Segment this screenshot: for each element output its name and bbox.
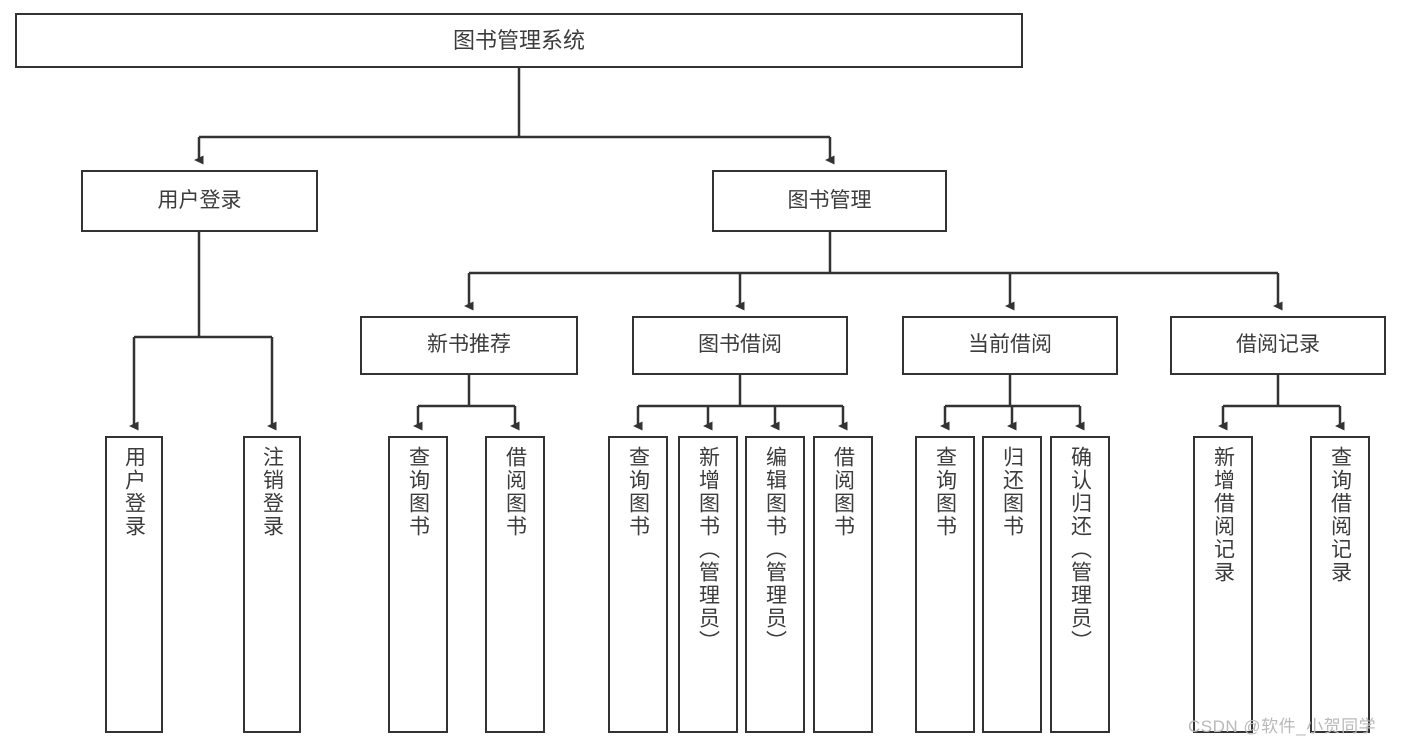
- node-leaf-query-book-current[interactable]: 查询图书: [915, 436, 975, 733]
- node-leaf-query-record-label: 查询借阅记录: [1328, 446, 1352, 584]
- node-leaf-confirm-return[interactable]: 确认归还（管理员）: [1050, 436, 1110, 733]
- node-leaf-add-record-label: 新增借阅记录: [1211, 446, 1235, 584]
- csdn-watermark: CSDN @软件_小贺同学: [1188, 717, 1377, 736]
- node-leaf-query-record[interactable]: 查询借阅记录: [1310, 436, 1370, 733]
- node-user-login-label: 用户登录: [157, 188, 242, 212]
- node-book-manage-label: 图书管理: [787, 188, 872, 212]
- node-leaf-edit-book[interactable]: 编辑图书（管理员）: [745, 436, 805, 733]
- node-new-book-rec[interactable]: 新书推荐: [360, 316, 578, 375]
- node-leaf-query-book-current-label: 查询图书: [933, 446, 957, 538]
- node-leaf-query-book-borrow-label: 查询图书: [626, 446, 650, 538]
- node-root-label: 图书管理系统: [452, 27, 585, 53]
- node-leaf-confirm-return-label: 确认归还（管理员）: [1068, 446, 1092, 653]
- node-leaf-logout-label: 注销登录: [260, 446, 284, 538]
- node-leaf-edit-book-label: 编辑图书（管理员）: [763, 446, 787, 653]
- node-leaf-add-record[interactable]: 新增借阅记录: [1193, 436, 1253, 733]
- node-leaf-borrow-book-rec[interactable]: 借阅图书: [485, 436, 545, 733]
- node-book-manage[interactable]: 图书管理: [712, 170, 947, 232]
- node-leaf-query-book-rec-label: 查询图书: [406, 446, 430, 538]
- node-current-borrow-label: 当前借阅: [968, 333, 1052, 357]
- node-root[interactable]: 图书管理系统: [15, 13, 1023, 68]
- node-book-borrow[interactable]: 图书借阅: [632, 316, 848, 375]
- node-leaf-user-login[interactable]: 用户登录: [105, 436, 163, 733]
- node-leaf-return-book-label: 归还图书: [1000, 446, 1024, 538]
- node-book-borrow-label: 图书借阅: [698, 333, 782, 357]
- node-leaf-borrow-book-rec-label: 借阅图书: [503, 446, 527, 538]
- node-current-borrow[interactable]: 当前借阅: [902, 316, 1118, 375]
- node-leaf-add-book-label: 新增图书（管理员）: [696, 446, 720, 653]
- node-leaf-query-book-borrow[interactable]: 查询图书: [608, 436, 668, 733]
- node-borrow-record-label: 借阅记录: [1236, 333, 1320, 357]
- node-new-book-rec-label: 新书推荐: [427, 333, 511, 357]
- node-user-login[interactable]: 用户登录: [81, 170, 318, 232]
- node-leaf-return-book[interactable]: 归还图书: [982, 436, 1042, 733]
- node-leaf-borrow-book-label: 借阅图书: [831, 446, 855, 538]
- node-borrow-record[interactable]: 借阅记录: [1170, 316, 1386, 375]
- node-leaf-query-book-rec[interactable]: 查询图书: [388, 436, 448, 733]
- node-leaf-add-book[interactable]: 新增图书（管理员）: [678, 436, 738, 733]
- node-leaf-logout[interactable]: 注销登录: [243, 436, 301, 733]
- node-leaf-user-login-label: 用户登录: [122, 446, 146, 538]
- node-leaf-borrow-book[interactable]: 借阅图书: [813, 436, 873, 733]
